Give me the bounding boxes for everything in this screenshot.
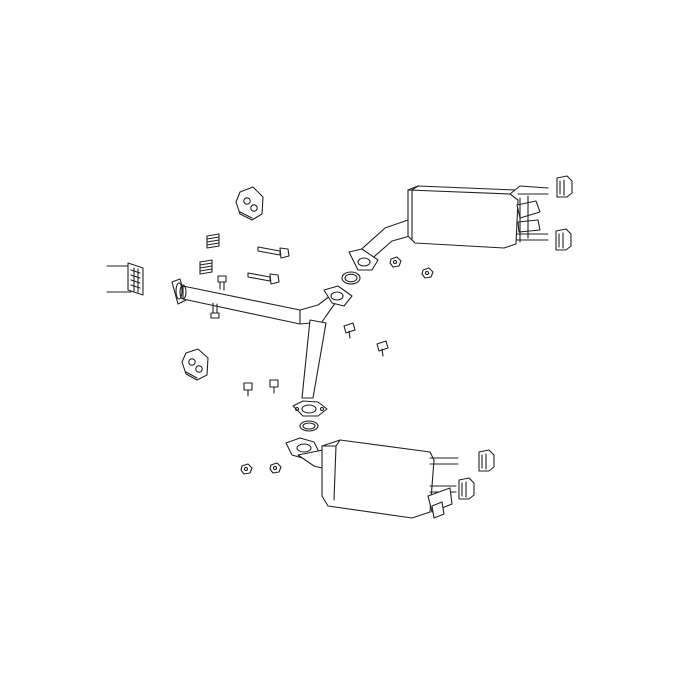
nut-3 [240, 463, 253, 475]
nut-1 [389, 256, 402, 268]
rubber-hanger-1 [556, 175, 573, 198]
nut-2 [421, 267, 434, 279]
rubber-hanger-2 [555, 228, 572, 251]
intermediate-y-pipe [171, 275, 353, 417]
rubber-insulator-upper [235, 186, 264, 221]
nut-4 [269, 462, 282, 474]
rubber-insulator-lower [181, 348, 209, 381]
front-pipe-section [106, 262, 144, 296]
bolt-small-3 [243, 382, 253, 397]
flange-y-bottom [292, 400, 328, 417]
flange-upper-inlet [348, 248, 379, 271]
bolt-small-4 [269, 379, 279, 394]
gasket-upper [341, 271, 361, 285]
rubber-hanger-4 [458, 477, 475, 500]
spring-2 [199, 259, 213, 275]
upper-muffler [348, 185, 549, 271]
rubber-hanger-3 [478, 449, 495, 472]
bolt-small-1 [343, 322, 356, 339]
spring-1 [206, 233, 220, 249]
bolt-long-2 [247, 272, 280, 285]
flange-y-top [323, 285, 353, 307]
bolt-long-1 [257, 246, 290, 259]
gasket-lower [299, 420, 319, 432]
lower-muffler [285, 437, 459, 519]
bolt-small-2 [376, 340, 389, 357]
